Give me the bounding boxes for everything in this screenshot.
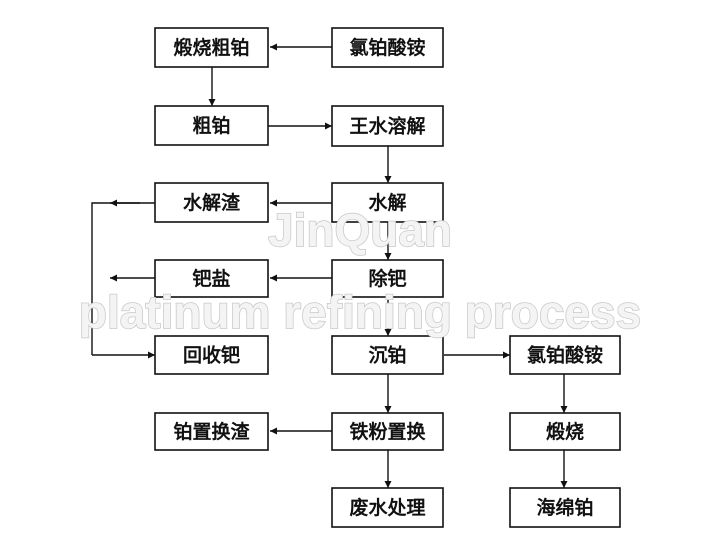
node-label: 氯铂酸铵	[349, 36, 425, 59]
node-box	[331, 259, 444, 298]
flowchart-edges	[91, 43, 568, 488]
node-calcine-crude: 煅烧粗铂	[154, 27, 269, 68]
node-box	[331, 182, 444, 223]
node-label: 王水溶解	[349, 115, 425, 138]
node-iron-powder-replacement: 铁粉置换	[331, 412, 444, 451]
node-recover-palladium: 回收钯	[154, 335, 269, 375]
node-label: 钯盐	[192, 267, 230, 290]
node-label: 氯铂酸铵	[527, 344, 603, 367]
node-label: 铂置换渣	[173, 420, 250, 443]
node-calcine: 煅烧	[509, 412, 621, 451]
node-label: 煅烧粗铂	[173, 36, 249, 59]
watermark-line2: platinum refining process	[79, 286, 641, 338]
node-label: 除钯	[368, 267, 406, 290]
node-crude-platinum: 粗铂	[154, 105, 269, 146]
node-label: 水解	[368, 191, 406, 214]
node-box	[331, 412, 444, 451]
node-label: 海绵铂	[536, 496, 593, 519]
node-remove-palladium: 除钯	[331, 259, 444, 298]
node-ammonium-chloroplatinate-top: 氯铂酸铵	[331, 27, 444, 68]
node-platinum-replacement-residue: 铂置换渣	[154, 412, 269, 451]
node-label: 水解渣	[183, 191, 241, 214]
watermark-line1: JinQuan	[268, 204, 452, 256]
node-label: 沉铂	[368, 344, 406, 367]
node-label: 回收钯	[183, 344, 240, 367]
node-box	[331, 335, 444, 375]
node-label: 煅烧	[546, 420, 584, 443]
node-box	[154, 182, 269, 223]
watermark: JinQuan platinum refining process	[78, 203, 642, 339]
node-hydrolysis-residue: 水解渣	[154, 182, 269, 223]
node-ammonium-chloroplatinate-right: 氯铂酸铵	[509, 335, 621, 375]
node-precipitate-platinum: 沉铂	[331, 335, 444, 375]
node-hydrolysis: 水解	[331, 182, 444, 223]
node-label: 废水处理	[349, 496, 425, 519]
node-box	[154, 259, 269, 298]
node-wastewater-treatment: 废水处理	[331, 487, 444, 528]
flowchart-nodes: 煅烧粗铂氯铂酸铵粗铂王水溶解水解渣水解钯盐除钯回收钯沉铂氯铂酸铵铂置换渣铁粉置换…	[154, 27, 621, 528]
node-box	[331, 105, 444, 147]
node-label: 铁粉置换	[349, 420, 426, 443]
node-box	[331, 487, 444, 528]
node-label: 粗铂	[192, 114, 230, 137]
node-box	[509, 487, 621, 528]
node-sponge-platinum: 海绵铂	[509, 487, 621, 528]
node-aqua-regia: 王水溶解	[331, 105, 444, 147]
node-box	[154, 335, 269, 375]
node-box	[154, 412, 269, 451]
node-box	[509, 335, 621, 375]
node-palladium-salt: 钯盐	[154, 259, 269, 298]
node-box	[331, 27, 444, 68]
node-box	[154, 27, 269, 68]
node-box	[154, 105, 269, 146]
node-box	[509, 412, 621, 451]
